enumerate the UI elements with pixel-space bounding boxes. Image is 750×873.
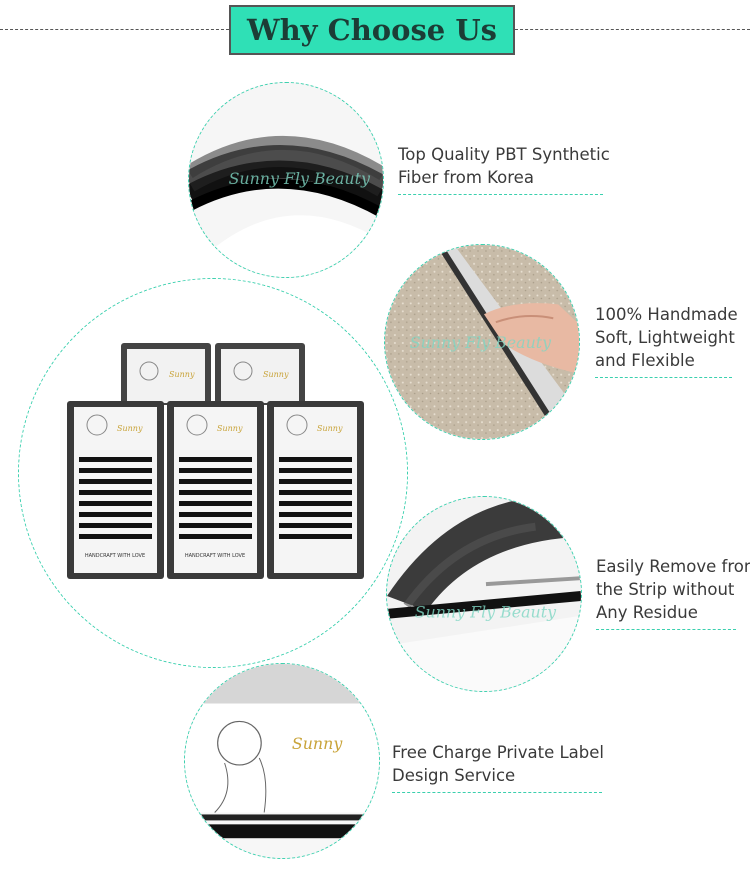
front-tray-1: Sunny HANDCRAFT WITH LOVE — [67, 401, 164, 579]
feature-1: Top Quality PBT Synthetic Fiber from Kor… — [398, 143, 610, 195]
lash-closeup-illustration: Sunny Fly Beauty — [189, 83, 383, 277]
private-label-image: Sunny — [184, 663, 380, 859]
feature-3-underline — [596, 629, 736, 630]
feature-2-line-1: 100% Handmade — [595, 305, 738, 324]
watermark-text: Sunny Fly Beauty — [229, 169, 371, 188]
lash-closeup-image: Sunny Fly Beauty — [188, 82, 384, 278]
handmade-illustration: Sunny Fly Beauty — [385, 245, 579, 439]
feature-4-underline — [392, 792, 602, 793]
feature-3: Easily Remove from the Strip without Any… — [596, 555, 750, 630]
svg-text:Sunny: Sunny — [263, 370, 289, 379]
section-title-box: Why Choose Us — [229, 5, 515, 55]
front-tray-2: Sunny HANDCRAFT WITH LOVE — [167, 401, 264, 579]
watermark-text: Sunny Fly Beauty — [415, 603, 557, 622]
front-tray-3: Sunny — [267, 401, 364, 579]
feature-4-line-1: Free Charge Private Label — [392, 743, 604, 762]
svg-text:Sunny: Sunny — [117, 424, 143, 433]
header-divider-right — [515, 29, 750, 30]
feature-3-line-2: the Strip without — [596, 580, 735, 599]
watermark-text: Sunny Fly Beauty — [410, 333, 552, 352]
feature-2: 100% Handmade Soft, Lightweight and Flex… — [595, 303, 738, 378]
handmade-image: Sunny Fly Beauty — [384, 244, 580, 440]
feature-1-line-2: Fiber from Korea — [398, 168, 534, 187]
back-tray-left: Sunny — [121, 343, 211, 405]
feature-4-line-2: Design Service — [392, 766, 516, 785]
easy-remove-image: Sunny Fly Beauty — [386, 496, 582, 692]
back-tray-right: Sunny — [215, 343, 305, 405]
section-title: Why Choose Us — [247, 13, 497, 47]
feature-1-underline — [398, 194, 603, 195]
feature-2-underline — [595, 377, 732, 378]
feature-3-line-3: Any Residue — [596, 603, 698, 622]
product-trays-image: Sunny Sunny Sunny HANDCRAFT WITH LOVE — [18, 278, 408, 668]
brand-logo-text: Sunny — [292, 734, 343, 753]
feature-2-line-2: Soft, Lightweight — [595, 328, 735, 347]
svg-text:Sunny: Sunny — [317, 424, 343, 433]
svg-text:Sunny: Sunny — [169, 370, 195, 379]
svg-text:HANDCRAFT WITH LOVE: HANDCRAFT WITH LOVE — [85, 553, 145, 559]
feature-1-line-1: Top Quality PBT Synthetic — [398, 145, 610, 164]
product-trays-illustration: Sunny Sunny Sunny HANDCRAFT WITH LOVE — [19, 279, 407, 667]
easy-remove-illustration: Sunny Fly Beauty — [387, 497, 581, 691]
svg-text:Sunny: Sunny — [217, 424, 243, 433]
private-label-illustration: Sunny — [185, 664, 379, 858]
feature-3-line-1: Easily Remove from — [596, 557, 750, 576]
feature-4: Free Charge Private Label Design Service — [392, 741, 604, 793]
svg-text:HANDCRAFT WITH LOVE: HANDCRAFT WITH LOVE — [185, 553, 245, 559]
feature-2-line-3: and Flexible — [595, 351, 695, 370]
header-divider-left — [0, 29, 229, 30]
